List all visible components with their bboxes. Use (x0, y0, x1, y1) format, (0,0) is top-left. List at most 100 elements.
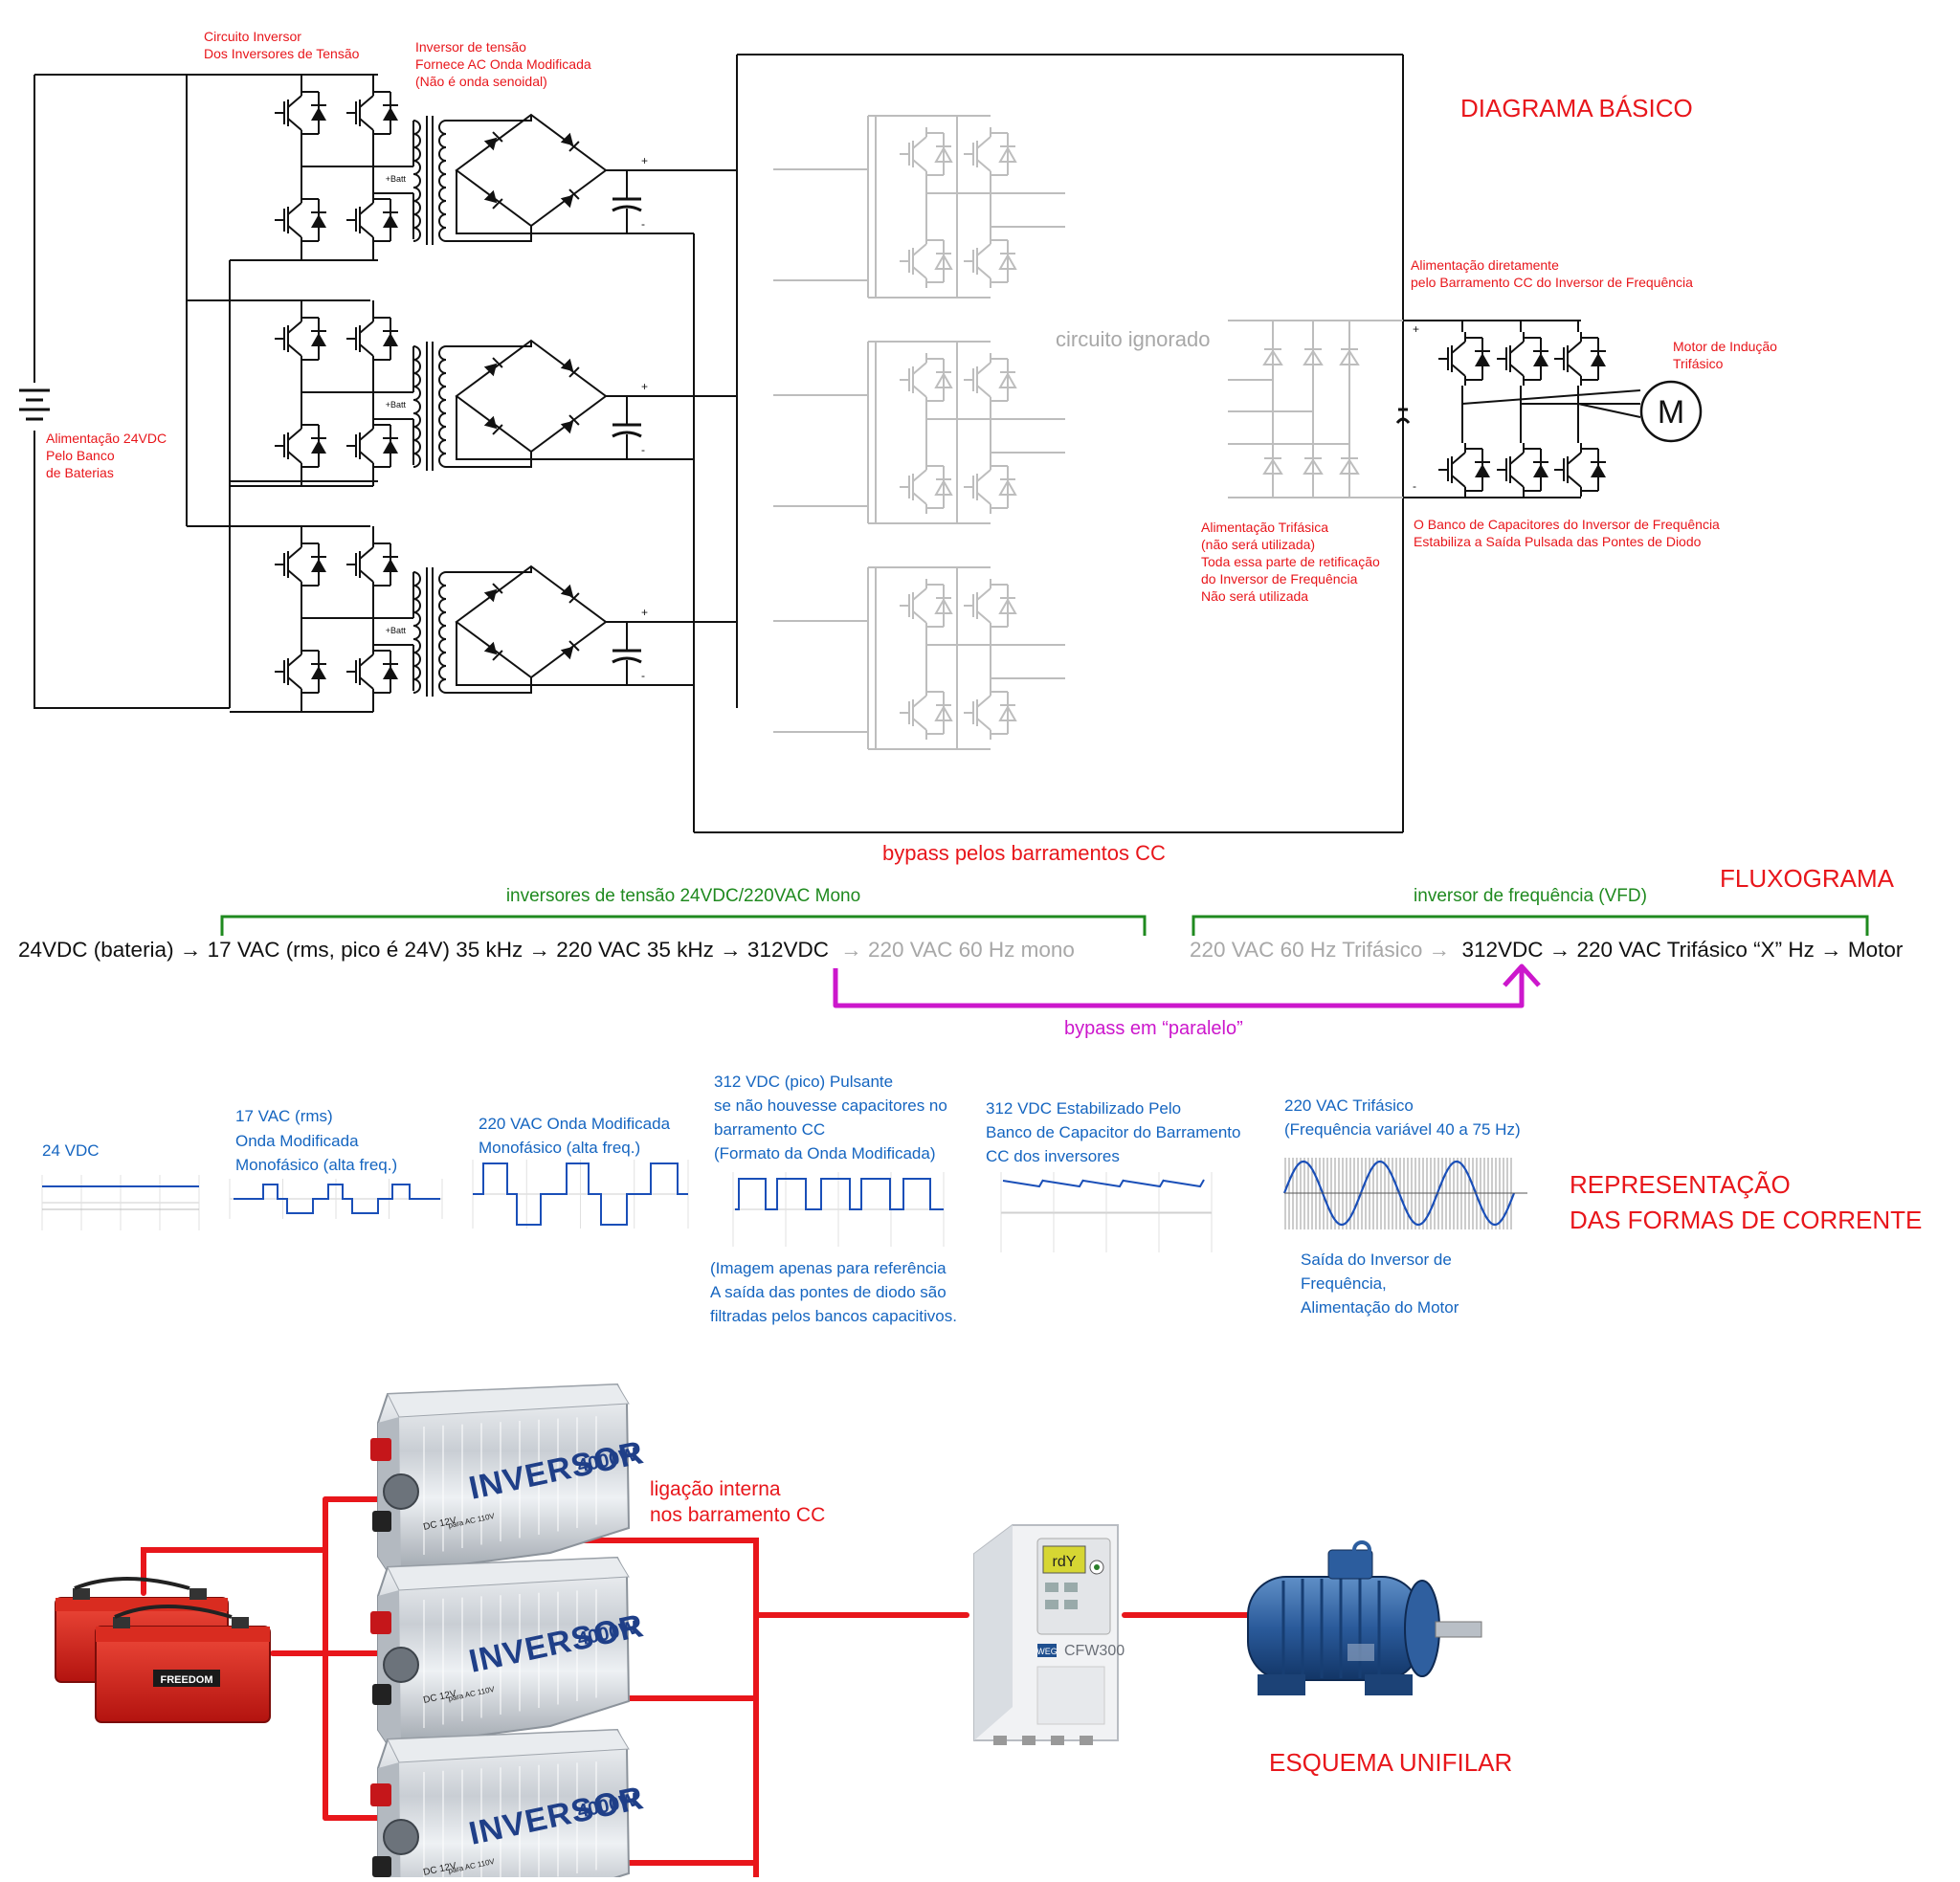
label-bypass-cc: bypass pelos barramentos CC (882, 841, 1166, 865)
diagram-title: DIAGRAMA BÁSICO (1460, 94, 1693, 122)
coil (412, 638, 421, 653)
diode-bar (492, 131, 503, 143)
wire (456, 170, 694, 234)
igbt-icon (345, 418, 401, 474)
bridge (455, 113, 608, 228)
ignored-rectifier (1228, 320, 1403, 498)
plus-label: + (1413, 322, 1419, 336)
diode-icon (560, 646, 574, 660)
coil (438, 386, 447, 401)
diode-icon (483, 415, 498, 430)
coil (412, 412, 421, 428)
igbt-icon (899, 126, 954, 182)
diode-icon (483, 588, 498, 603)
wave4-label: 312 VDC (pico) Pulsante se não houvesse … (714, 1073, 952, 1162)
diode-icon (560, 358, 574, 372)
vfd-unit: rdY WEG CFW300 (973, 1524, 1125, 1745)
igbt-icon (274, 85, 329, 141)
coil (438, 399, 447, 414)
diode-bar (568, 366, 580, 378)
coil (412, 678, 421, 694)
wire (452, 115, 532, 122)
wire (473, 1162, 688, 1226)
diode-bar (492, 198, 503, 210)
diode-icon (483, 641, 498, 655)
wire (452, 452, 532, 468)
igbt-icon (274, 311, 329, 366)
igbt-icon (963, 459, 1018, 515)
diode-icon (483, 137, 498, 151)
coil (438, 611, 447, 627)
diode-icon (483, 189, 498, 204)
igbt-icon (899, 459, 954, 515)
coil (438, 120, 447, 135)
wave-grid (472, 1160, 689, 1229)
battery-bank: FREEDOM (55, 1577, 271, 1723)
flow-line: 24VDC (bateria) → 17 VAC (rms, pico é 24… (18, 938, 1075, 962)
coil (412, 585, 421, 600)
waveforms (41, 1158, 1527, 1252)
inverter-top (387, 1384, 630, 1418)
coil (412, 146, 421, 162)
wave3-label: 220 VAC Onda Modificada Monofásico (alta… (479, 1115, 675, 1157)
coil (438, 173, 447, 188)
igbt-icon (274, 418, 329, 474)
igbt-icon (899, 685, 954, 741)
terminal-black (372, 1856, 391, 1877)
wave-sine-pwm (1282, 1158, 1527, 1229)
coil (438, 571, 447, 587)
coil (438, 372, 447, 387)
wire (452, 226, 532, 242)
wire (452, 341, 532, 347)
unifilar-wiring (141, 1496, 1252, 1882)
plus-label: + (641, 154, 648, 167)
ignored-circuit (773, 115, 1403, 750)
inverter-top (387, 1729, 630, 1763)
coil (412, 652, 421, 667)
inverter-stage-1: +Batt+- (230, 75, 737, 261)
motor-photo (1247, 1540, 1482, 1695)
wire (452, 566, 532, 573)
diode-bar (568, 188, 580, 200)
wave-grid (1000, 1172, 1213, 1252)
coil (438, 652, 447, 667)
igbt-icon (1553, 442, 1609, 498)
label-inversor-tensao: Inversor de tensão Fornece AC Onda Modif… (415, 39, 595, 89)
flow-group-right: inversor de frequência (VFD) (1414, 886, 1647, 906)
coil (438, 426, 447, 441)
coil (412, 426, 421, 441)
coil (438, 439, 447, 454)
coil (412, 213, 421, 229)
ignored-stage-3 (773, 566, 1065, 750)
coil (438, 200, 447, 215)
coil (412, 200, 421, 215)
cap (612, 205, 642, 212)
fan (383, 1819, 419, 1855)
coil (438, 678, 447, 694)
coil (412, 173, 421, 188)
wire (1461, 389, 1641, 405)
diode-icon (560, 420, 574, 434)
coil (412, 133, 421, 148)
igbt-icon (274, 537, 329, 592)
label-alimentacao-direta: Alimentação diretamente pelo Barramento … (1411, 257, 1693, 290)
diode-bar (568, 640, 580, 652)
cap (612, 431, 642, 438)
ignored-stage-2 (773, 341, 1065, 524)
coil (438, 133, 447, 148)
coil (438, 453, 447, 468)
coil (412, 598, 421, 613)
coil (438, 625, 447, 640)
wave6-label: 220 VAC Trifásico (Frequência variável 4… (1284, 1096, 1521, 1139)
igbt-icon (963, 578, 1018, 633)
coil (438, 598, 447, 613)
diode-bar (568, 141, 580, 152)
label-motor: Motor de Indução Trifásico (1673, 339, 1781, 371)
terminal-black (372, 1684, 391, 1705)
vfd-brand: WEG (1036, 1647, 1058, 1656)
wave5-label: 312 VDC Estabilizado Pelo Banco de Capac… (986, 1099, 1245, 1165)
